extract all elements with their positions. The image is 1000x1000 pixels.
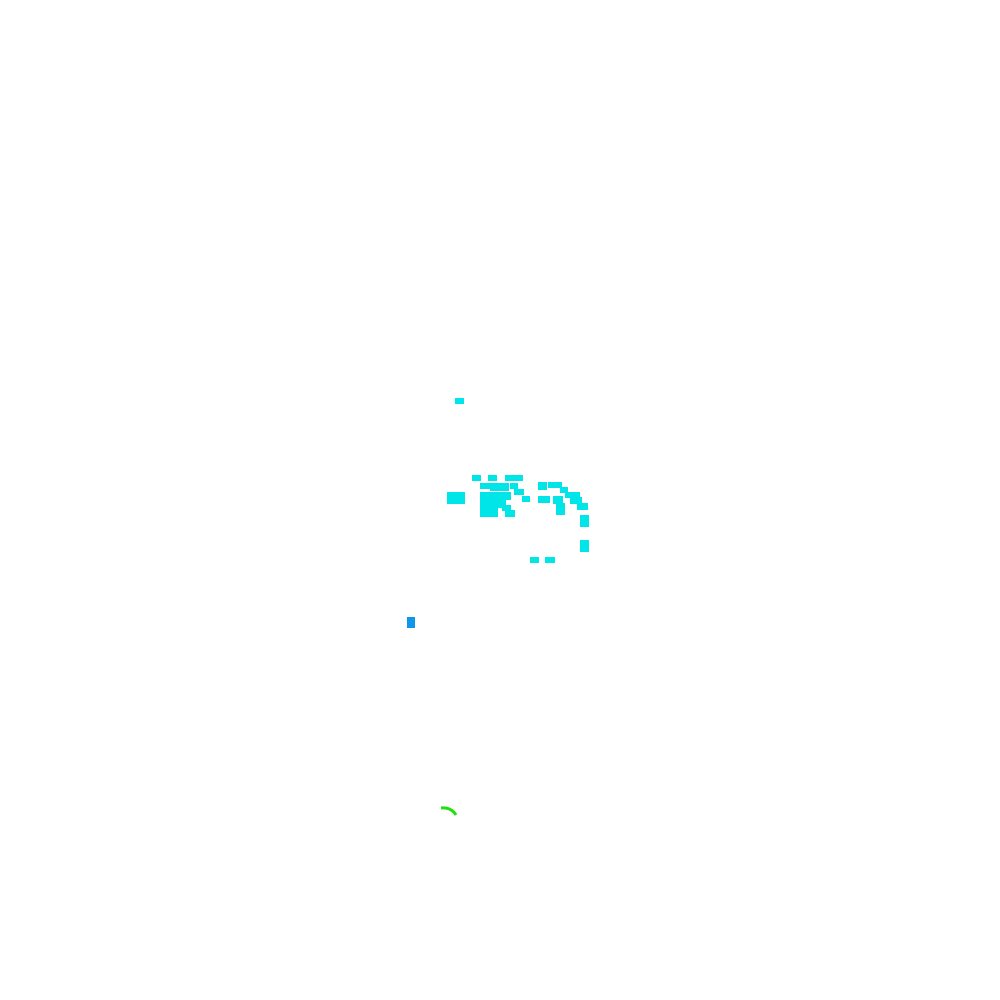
blue-square-marker-icon xyxy=(407,617,415,628)
cluster-pixel xyxy=(514,489,524,495)
cluster-pixel xyxy=(538,496,550,503)
cluster-pixel xyxy=(502,505,511,511)
cluster-pixel xyxy=(522,496,530,502)
cluster-pixel xyxy=(530,557,539,563)
cluster-pixel xyxy=(505,510,515,517)
cluster-pixel xyxy=(565,492,580,498)
cyan-pixel-cluster-icon xyxy=(447,398,589,563)
cluster-pixel xyxy=(447,492,465,504)
cluster-pixel xyxy=(580,515,589,527)
cluster-pixel xyxy=(480,508,498,517)
cluster-pixel xyxy=(577,503,588,510)
cluster-pixel xyxy=(510,483,518,489)
cluster-pixel xyxy=(488,475,497,481)
cluster-pixel xyxy=(560,487,568,493)
cluster-pixel xyxy=(505,475,523,481)
cluster-pixel xyxy=(570,497,582,504)
cluster-pixel xyxy=(480,492,511,500)
cluster-pixel xyxy=(548,482,562,488)
cluster-pixel xyxy=(472,475,481,481)
cluster-pixel xyxy=(556,503,565,515)
cluster-pixel xyxy=(455,398,464,404)
cluster-pixel xyxy=(480,500,506,508)
cluster-pixel xyxy=(553,496,563,504)
cluster-pixel xyxy=(480,483,491,489)
cluster-pixel xyxy=(545,557,555,563)
green-arc-icon xyxy=(440,806,458,816)
cluster-pixel xyxy=(538,482,547,490)
cluster-pixel xyxy=(580,540,589,552)
cluster-pixel xyxy=(490,483,509,491)
